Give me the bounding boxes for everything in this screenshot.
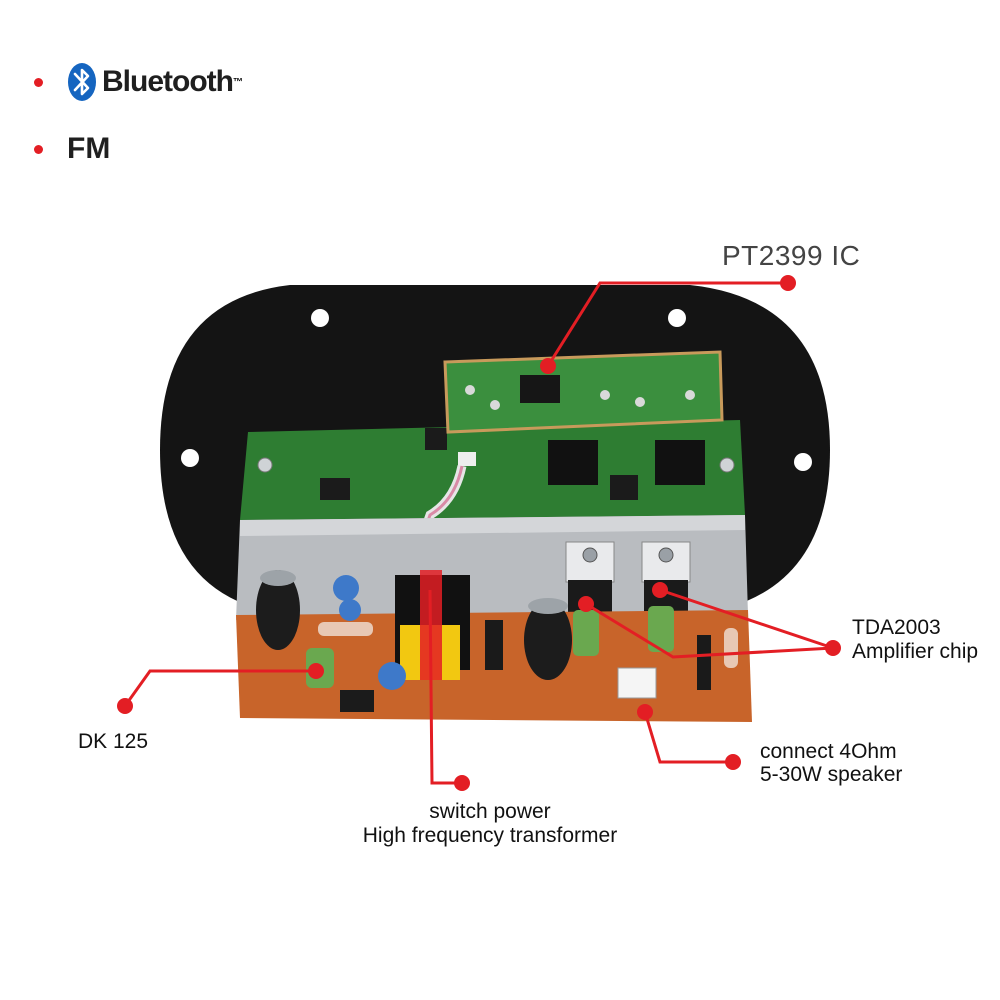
mount-hole <box>668 309 686 327</box>
callout-lines <box>123 281 834 785</box>
inductor <box>548 440 598 485</box>
fm-label: FM <box>67 132 111 165</box>
callout-dots <box>117 275 841 791</box>
dk125-label: DK 125 <box>78 730 149 753</box>
mount-hole <box>181 449 199 467</box>
capacitor <box>485 620 503 670</box>
pt2399-chip <box>520 375 560 403</box>
tda2003-line2: Amplifier chip <box>852 640 979 663</box>
chip <box>320 478 350 500</box>
capacitor <box>333 575 359 601</box>
speaker-line1: connect 4Ohm <box>760 740 897 763</box>
bullet-dot <box>34 77 43 87</box>
capacitor <box>524 600 572 680</box>
trademark-mark: ™ <box>232 76 243 88</box>
chip <box>425 428 447 450</box>
capacitor <box>697 635 711 690</box>
inductor <box>655 440 705 485</box>
film-capacitor <box>648 606 674 652</box>
speaker-line <box>643 711 733 764</box>
feature-fm: FM <box>34 132 110 166</box>
speaker-connector <box>617 667 657 699</box>
tda2003-line1: TDA2003 <box>852 616 941 639</box>
chip <box>340 690 374 712</box>
capacitor <box>378 662 406 690</box>
connector <box>458 452 476 466</box>
screw <box>719 457 735 473</box>
resistor <box>724 628 738 668</box>
mount-hole <box>794 453 812 471</box>
transformer-highlight <box>420 570 442 680</box>
capacitor <box>339 599 361 621</box>
bluetooth-icon <box>68 63 96 101</box>
capacitor <box>256 570 300 650</box>
tda-line-2 <box>659 588 834 650</box>
film-capacitor <box>573 610 599 656</box>
pt2399-board <box>443 350 724 434</box>
heatsink <box>236 515 748 620</box>
speaker-label: connect 4Ohm 5-30W speaker <box>760 740 902 786</box>
speaker-line2: 5-30W speaker <box>760 763 903 786</box>
pt2399-line <box>546 281 788 367</box>
pt2399-label: PT2399 IC <box>722 240 861 271</box>
bullet-dot <box>34 144 43 154</box>
tda-line-1 <box>585 602 834 659</box>
screw <box>257 457 273 473</box>
switch-power-line2: High frequency transformer <box>362 824 618 847</box>
dk-line <box>123 669 316 707</box>
bluetooth-label: Bluetooth <box>102 65 234 98</box>
resistor <box>318 622 373 636</box>
switch-power-label: switch power High frequency transformer <box>340 800 640 848</box>
mount-hole <box>311 309 329 327</box>
tda2003-label: TDA2003 Amplifier chip <box>852 616 978 664</box>
chip <box>610 475 638 500</box>
switch-power-line1: switch power <box>429 800 551 823</box>
